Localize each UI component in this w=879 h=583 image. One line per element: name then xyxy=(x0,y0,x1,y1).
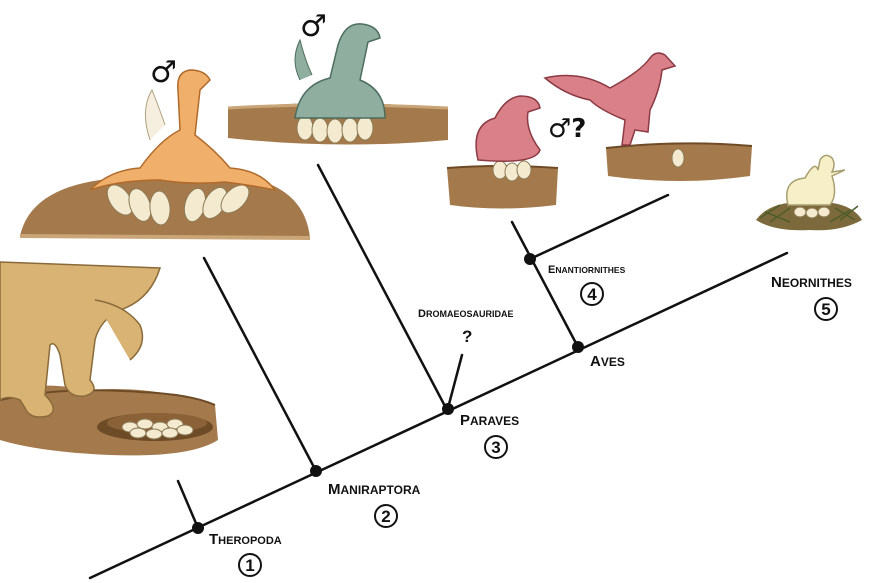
troodontid-male-symbol: ♂ xyxy=(300,9,327,44)
troodontid-nest-illustration: ♂ xyxy=(228,9,448,145)
node-theropoda xyxy=(192,522,204,534)
node-enantiornithes xyxy=(524,253,536,265)
neornithine-nest-illustration xyxy=(756,155,862,230)
enantiornithine-nest-illustration xyxy=(447,96,558,209)
dromaeosauridae-question: ? xyxy=(462,327,472,346)
number-2: 2 xyxy=(381,507,390,526)
enantiornithine-male-question: ♂? xyxy=(548,114,586,144)
label-aves: AVES xyxy=(590,353,625,370)
number-3: 3 xyxy=(491,438,500,457)
node-maniraptora xyxy=(310,465,322,477)
label-theropoda: THEROPODA xyxy=(209,531,282,548)
oviraptorid-male-symbol: ♂ xyxy=(150,55,177,90)
node-paraves xyxy=(442,403,454,415)
branch-theropoda xyxy=(178,481,198,528)
label-enantiornithes: ENANTIORNITHES xyxy=(548,264,626,276)
branch-dromaeosauridae xyxy=(448,355,462,408)
branch-paraves xyxy=(318,165,447,410)
theropod-nest-illustration xyxy=(0,262,218,455)
number-1: 1 xyxy=(245,556,254,575)
label-maniraptora: MANIRAPTORA xyxy=(328,481,421,498)
branch-maniraptora xyxy=(204,258,316,471)
label-dromaeosauridae: DROMAEOSAURIDAE xyxy=(418,308,513,320)
node-aves xyxy=(572,341,584,353)
label-paraves: PARAVES xyxy=(460,412,519,429)
oviraptorid-nest-illustration: ♂ xyxy=(20,55,310,238)
number-5: 5 xyxy=(821,300,830,319)
label-neornithes: NEORNITHES xyxy=(771,274,852,291)
enantiornithine-adult-illustration: ♂? xyxy=(545,53,752,181)
number-4: 4 xyxy=(587,285,597,304)
